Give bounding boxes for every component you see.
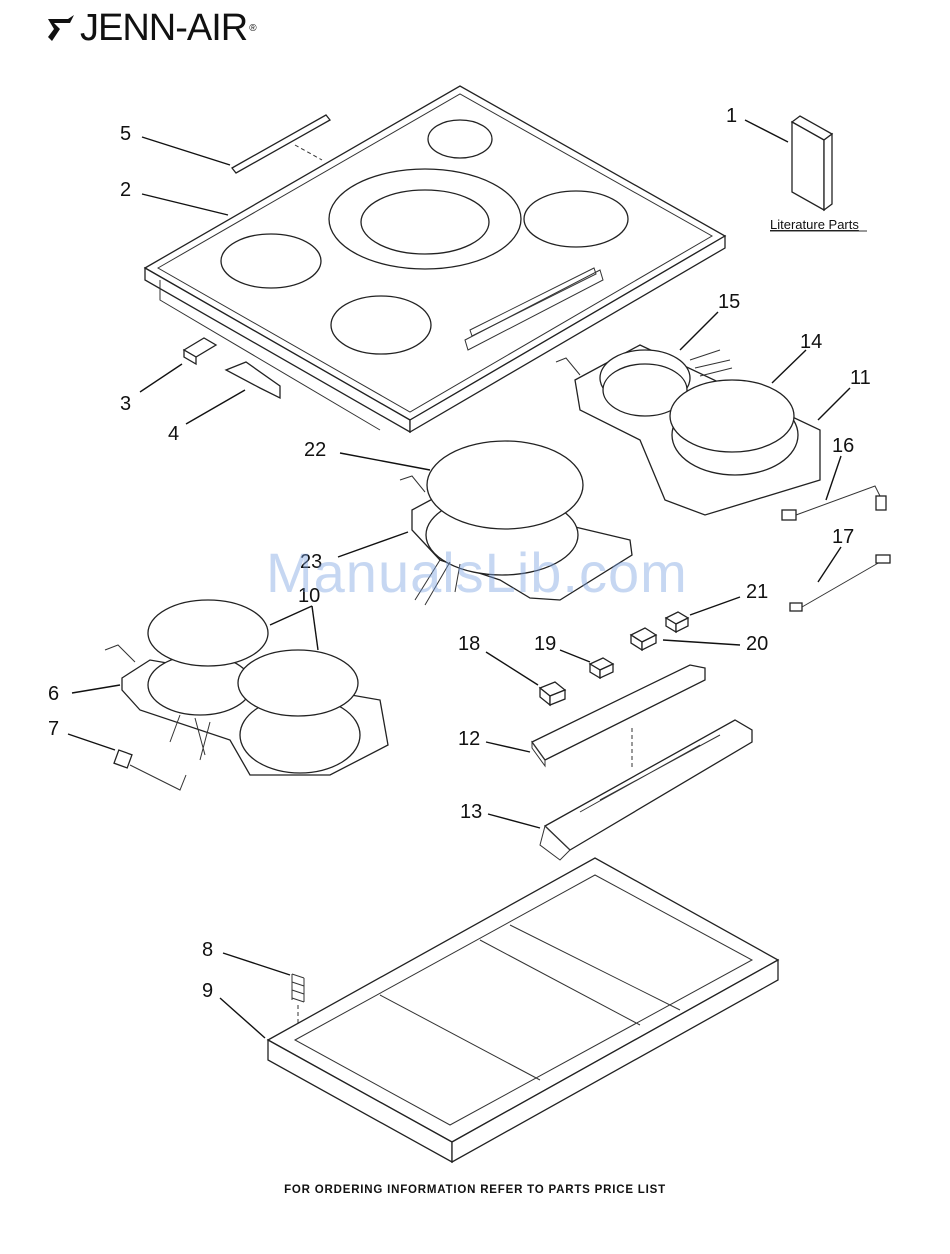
ordering-footer: FOR ORDERING INFORMATION REFER TO PARTS … xyxy=(0,1184,950,1196)
switch-19 xyxy=(590,658,613,678)
callout-9: 9 xyxy=(202,980,213,1002)
callout-5: 5 xyxy=(120,123,131,145)
callout-8: 8 xyxy=(202,939,213,961)
heat-shield xyxy=(226,362,280,398)
callout-20: 20 xyxy=(746,633,768,655)
wire-harness-16 xyxy=(782,486,886,520)
switch-18 xyxy=(540,682,565,705)
left-element-assembly xyxy=(105,600,388,775)
callout-16: 16 xyxy=(832,435,854,457)
callout-12: 12 xyxy=(458,728,480,750)
wire-harness-left xyxy=(114,750,186,790)
callout-21: 21 xyxy=(746,581,768,603)
callout-3: 3 xyxy=(120,393,131,415)
mounting-bracket xyxy=(184,338,216,364)
callout-7: 7 xyxy=(48,718,59,740)
callout-18: 18 xyxy=(458,633,480,655)
callout-19: 19 xyxy=(534,633,556,655)
callout-15: 15 xyxy=(718,291,740,313)
callout-17: 17 xyxy=(832,526,854,548)
chassis-frame xyxy=(268,858,778,1162)
callout-22: 22 xyxy=(304,439,326,461)
literature-book xyxy=(792,116,832,210)
callout-1: 1 xyxy=(726,105,737,127)
right-element-assembly xyxy=(556,345,820,515)
callout-13: 13 xyxy=(460,801,482,823)
knob-20 xyxy=(631,628,656,650)
callout-11: 11 xyxy=(850,367,871,389)
watermark-text: ManualsLib.com xyxy=(266,540,688,605)
callout-2: 2 xyxy=(120,179,131,201)
literature-parts-label: Literature Parts xyxy=(770,217,859,232)
wire-harness-17 xyxy=(790,555,890,611)
callout-4: 4 xyxy=(168,423,179,445)
trim-strip xyxy=(232,115,330,173)
knob-21 xyxy=(666,612,688,632)
callout-14: 14 xyxy=(800,331,822,353)
callout-6: 6 xyxy=(48,683,59,705)
